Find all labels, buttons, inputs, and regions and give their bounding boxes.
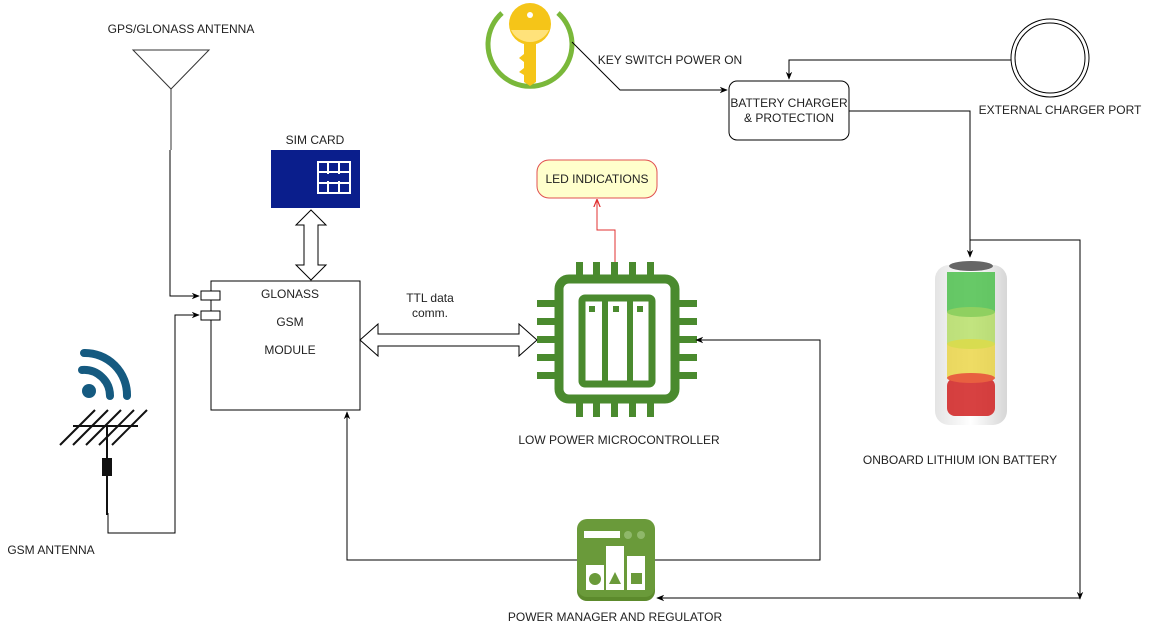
power-mcu-connector [655,336,821,561]
port-gps [200,290,221,301]
gsm-connector [107,311,200,534]
key-switch-label: KEY SWITCH POWER ON [597,53,743,67]
power-manager-label: POWER MANAGER AND REGULATOR [507,610,723,624]
ext-port-label: EXTERNAL CHARGER PORT [978,103,1142,117]
charger-label-2: & PROTECTION [743,111,835,125]
gsm-antenna-icon [59,409,148,515]
led-connector [597,200,616,262]
sim-module-double-arrow [294,209,328,281]
port-connector [785,59,1011,80]
gps-connector [169,150,200,300]
ttl-label-1: TTL data [406,291,454,305]
charger-port-icon [1010,18,1090,98]
battery-out-connector [970,239,1084,600]
module-label-glonass: GLONASS [260,287,320,301]
led-label: LED INDICATIONS [545,172,649,186]
microcontroller-chip-icon [537,262,697,417]
sim-card-icon [271,150,360,208]
mcu-label: LOW POWER MICROCONTROLLER [518,433,720,447]
wifi-icon [78,348,132,400]
battery-label: ONBOARD LITHIUM ION BATTERY [862,453,1058,467]
sim-card-label: SIM CARD [285,133,345,147]
key-icon [485,3,575,89]
antenna-icon [131,49,211,150]
power-manager-icon [577,519,655,601]
gsm-antenna-label: GSM ANTENNA [7,543,95,557]
module-label-module: MODULE [264,343,316,357]
module-label-gsm: GSM [276,315,304,329]
port-gsm [200,310,221,321]
gsm-module-box [210,280,361,411]
charger-label-1: BATTERY CHARGER [730,96,848,110]
ttl-label-2: comm. [412,306,448,320]
ttl-double-arrow [359,322,538,358]
gps-antenna-label: GPS/GLONASS ANTENNA [107,22,255,36]
battery-icon [935,261,1007,425]
power-module-connector [343,411,577,561]
led-indications-box [536,159,658,199]
charger-battery-connector [849,110,974,258]
key-connector [571,41,728,94]
